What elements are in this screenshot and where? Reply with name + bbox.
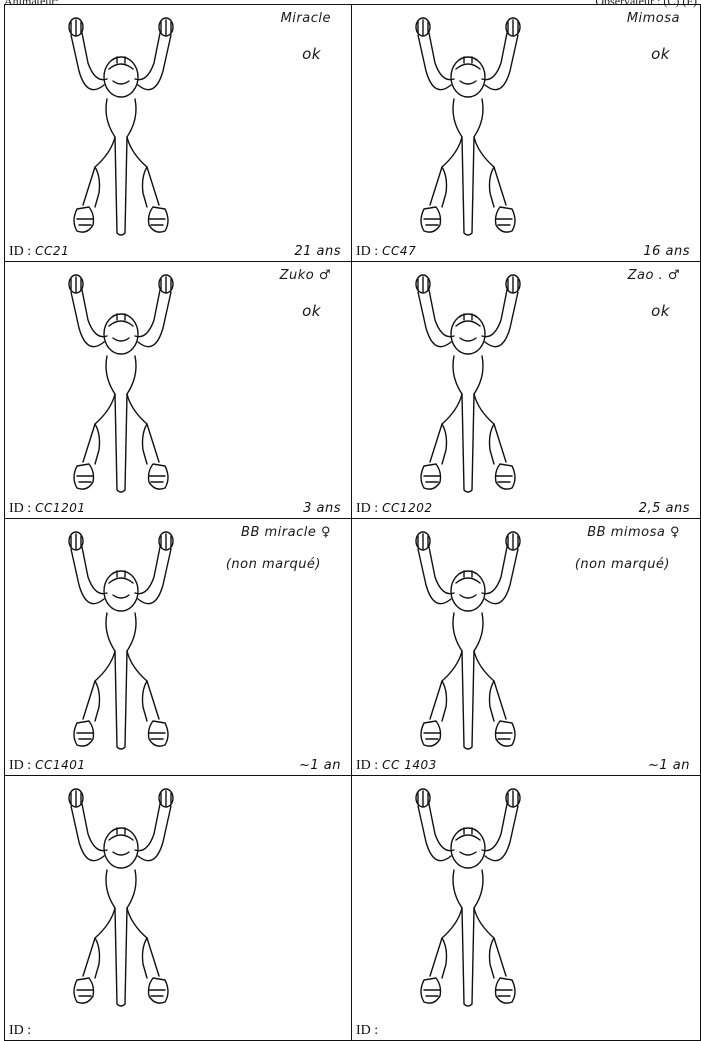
animal-name: Zao . ♂: [627, 268, 680, 283]
body-diagram: [380, 264, 556, 500]
animal-card-6: BB mimosa ♀ (non marqué) ID :CC 1403 ~1 …: [351, 519, 701, 776]
id-row: ID :CC47: [356, 244, 416, 260]
identification-sheet: Miracle ok ID :CC21 21 ans: [4, 4, 701, 1041]
sheet-grid: Miracle ok ID :CC21 21 ans: [4, 5, 701, 1041]
body-diagram: [380, 7, 556, 243]
body-diagram: [33, 521, 209, 757]
animal-name: Miracle: [280, 11, 331, 26]
status-note: ok: [302, 302, 321, 320]
id-label: ID :: [9, 758, 32, 773]
id-row: ID :CC21: [9, 244, 69, 260]
animal-name: BB miracle ♀: [241, 525, 331, 540]
id-label: ID :: [9, 244, 32, 259]
animal-card-3: Zuko ♂ ok ID :CC1201 3 ans: [4, 262, 351, 519]
animal-card-8: ID :: [351, 776, 701, 1041]
body-diagram: [380, 778, 556, 1014]
animal-name: BB mimosa ♀: [587, 525, 680, 540]
id-value: CC1201: [35, 501, 86, 515]
id-row: ID :: [356, 1023, 382, 1039]
id-row: ID :CC1401: [9, 758, 85, 774]
animal-card-7: ID :: [4, 776, 351, 1041]
marking-note: (non marqué): [225, 557, 321, 572]
marking-note: (non marqué): [574, 557, 670, 572]
status-note: ok: [302, 45, 321, 63]
body-diagram: [33, 7, 209, 243]
body-diagram: [33, 778, 209, 1014]
id-label: ID :: [356, 1023, 379, 1038]
id-label: ID :: [356, 501, 379, 516]
id-value: CC1202: [382, 501, 433, 515]
id-row: ID :CC1202: [356, 501, 432, 517]
animal-card-1: Miracle ok ID :CC21 21 ans: [4, 5, 351, 262]
animal-card-2: Mimosa ok ID :CC47 16 ans: [351, 5, 701, 262]
age-note: 21 ans: [294, 244, 341, 259]
animal-card-5: BB miracle ♀ (non marqué) ID :CC1401 ~1 …: [4, 519, 351, 776]
id-label: ID :: [356, 244, 379, 259]
age-note: ~1 an: [647, 758, 690, 773]
status-note: ok: [651, 45, 670, 63]
id-label: ID :: [9, 1023, 32, 1038]
id-value: CC 1403: [382, 758, 437, 772]
id-value: CC21: [35, 244, 70, 258]
age-note: 2,5 ans: [638, 501, 690, 516]
id-label: ID :: [356, 758, 379, 773]
animal-name: Mimosa: [626, 11, 680, 26]
body-diagram: [33, 264, 209, 500]
animal-card-4: Zao . ♂ ok ID :CC1202 2,5 ans: [351, 262, 701, 519]
status-note: ok: [651, 302, 670, 320]
age-note: 3 ans: [303, 501, 341, 516]
id-row: ID :CC1201: [9, 501, 85, 517]
age-note: ~1 an: [298, 758, 341, 773]
age-note: 16 ans: [643, 244, 690, 259]
id-value: CC1401: [35, 758, 86, 772]
id-label: ID :: [9, 501, 32, 516]
animal-name: Zuko ♂: [279, 268, 331, 283]
body-diagram: [380, 521, 556, 757]
id-row: ID :CC 1403: [356, 758, 437, 774]
id-row: ID :: [9, 1023, 35, 1039]
id-value: CC47: [382, 244, 417, 258]
